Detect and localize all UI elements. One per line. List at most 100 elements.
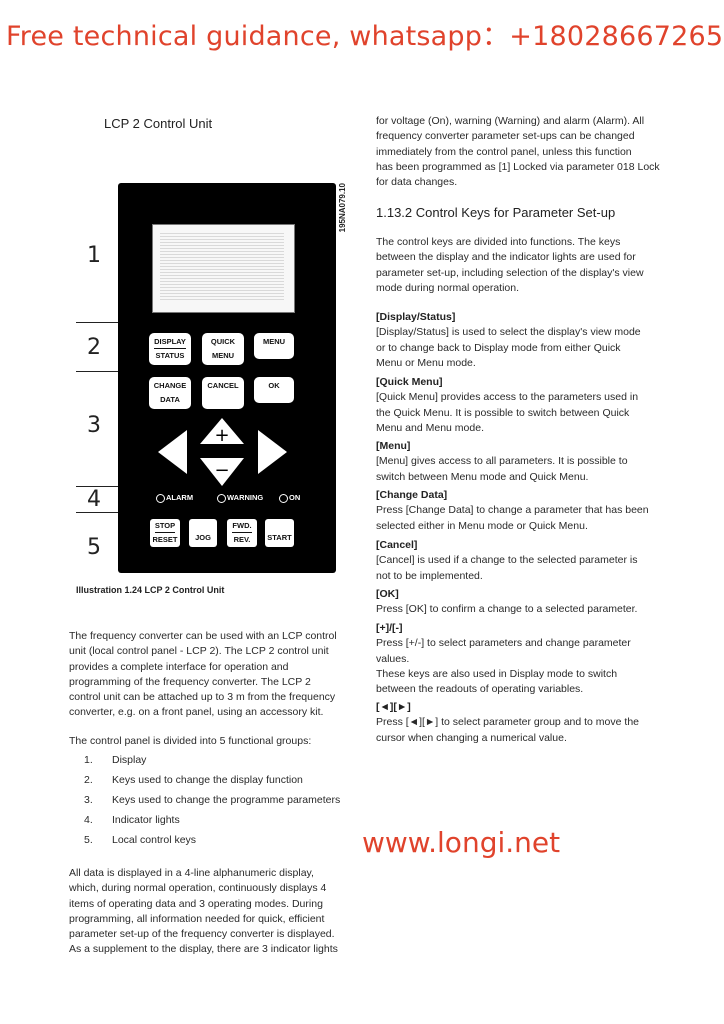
group-number-3: 3 — [87, 413, 101, 438]
subsection-heading: 1.13.2 Control Keys for Parameter Set-up — [376, 205, 616, 220]
key-section-ok: [OK] Press [OK] to confirm a change to a… — [376, 587, 676, 618]
text-line: [Quick Menu] provides access to the para… — [376, 391, 639, 404]
cancel-key[interactable]: CANCEL — [202, 377, 244, 409]
text-line: cursor when changing a numerical value. — [376, 731, 567, 744]
key-section-heading: [Display/Status] — [376, 311, 456, 323]
text-line: unit (local control panel - LCP 2). The … — [69, 645, 329, 658]
group-number-5: 5 — [87, 535, 101, 560]
text-line: immediately from the control panel, unle… — [376, 145, 632, 158]
text-line: control unit can be attached up to 3 m f… — [69, 691, 336, 704]
text-line: [Display/Status] is used to select the d… — [376, 326, 641, 339]
list-item: 3.Keys used to change the programme para… — [84, 794, 341, 806]
text-line: These keys are also used in Display mode… — [376, 667, 618, 680]
text-line: mode during normal operation. — [376, 281, 520, 294]
list-item: 5.Local control keys — [84, 834, 197, 846]
text-line: As a supplement to the display, there ar… — [69, 943, 338, 956]
text-line: has been programmed as [1] Locked via pa… — [376, 160, 660, 173]
indicator-label: ALARM — [166, 493, 194, 502]
key-label: CHANGE — [153, 381, 187, 390]
change-data-key[interactable]: CHANGE DATA — [149, 377, 191, 409]
key-label: STOP — [154, 521, 176, 533]
group-number-1: 1 — [87, 243, 101, 268]
key-label: DISPLAY — [154, 337, 186, 349]
text-line: All data is displayed in a 4-line alphan… — [69, 867, 314, 879]
text-line: parameter set-up of the frequency conver… — [69, 928, 335, 941]
text-line: provides a complete interface for operat… — [69, 660, 289, 673]
text-line: The frequency converter can be used with… — [69, 630, 337, 642]
key-label: MENU — [262, 337, 286, 346]
navigation-keys: + − — [158, 418, 287, 486]
text-line: frequency converter parameter set-ups ca… — [376, 130, 635, 143]
group-number-4: 4 — [87, 487, 101, 512]
text-line: programming of the frequency converter. … — [69, 675, 311, 688]
key-section-heading: [OK] — [376, 588, 399, 600]
key-section-cancel: [Cancel] [Cancel] is used if a change to… — [376, 538, 676, 584]
plus-icon: + — [214, 425, 229, 446]
text-line: Press [+/-] to select parameters and cha… — [376, 637, 631, 650]
key-section-heading: [Quick Menu] — [376, 376, 443, 388]
text-line: parameter set-up, including selection of… — [376, 266, 644, 279]
key-label: DATA — [160, 395, 180, 404]
text-line: programming, all information needed for … — [69, 912, 325, 925]
display-paragraph: All data is displayed in a 4-line alphan… — [69, 866, 359, 958]
figure-caption: Illustration 1.24 LCP 2 Control Unit — [76, 585, 225, 595]
watermark: www.longi.net — [362, 826, 561, 859]
key-label: OK — [268, 381, 280, 390]
display-status-key[interactable]: DISPLAY STATUS — [149, 333, 191, 365]
ok-key[interactable]: OK — [254, 377, 294, 403]
stop-reset-key[interactable]: STOP RESET — [150, 519, 180, 547]
right-arrow-icon[interactable] — [258, 430, 287, 474]
left-arrow-icon[interactable] — [158, 430, 187, 474]
group-divider — [76, 512, 118, 513]
lcp-display — [160, 233, 284, 301]
key-label: REV. — [233, 535, 251, 544]
key-label: QUICK — [210, 337, 236, 346]
text-line: [Menu] gives access to all parameters. I… — [376, 455, 628, 468]
text-line: The control keys are divided into functi… — [376, 236, 621, 248]
warning-light-icon — [217, 493, 226, 503]
list-item: 4.Indicator lights — [84, 814, 180, 826]
jog-key[interactable]: JOG — [189, 519, 217, 547]
key-label: JOG — [195, 533, 211, 542]
keys-intro-paragraph: The control keys are divided into functi… — [376, 235, 676, 296]
start-key[interactable]: START — [265, 519, 294, 547]
key-section-heading: [Change Data] — [376, 489, 448, 501]
figure-code: 195NA079.10 — [338, 183, 347, 233]
key-label: MENU — [211, 351, 235, 360]
text-line: values. — [376, 652, 410, 665]
indicator-label: WARNING — [227, 493, 264, 502]
list-item: 1.Display — [84, 754, 147, 766]
key-label: RESET — [152, 535, 178, 544]
menu-key[interactable]: MENU — [254, 333, 294, 359]
key-section-change-data: [Change Data] Press [Change Data] to cha… — [376, 488, 676, 534]
key-section-plus-minus: [+]/[-] Press [+/-] to select parameters… — [376, 621, 676, 697]
text-line: selected either in Menu mode or Quick Me… — [376, 519, 588, 532]
key-label: FWD. — [232, 521, 252, 533]
group-divider — [76, 322, 118, 323]
quick-menu-key[interactable]: QUICK MENU — [202, 333, 244, 365]
text-line: Menu and Menu mode. — [376, 421, 484, 434]
text-line: not to be implemented. — [376, 569, 483, 582]
key-section-quick-menu: [Quick Menu] [Quick Menu] provides acces… — [376, 375, 676, 436]
promo-banner: Free technical guidance, whatsapp：+18028… — [6, 21, 724, 52]
text-line: or to change back to Display mode from e… — [376, 341, 621, 354]
plus-key[interactable] — [200, 418, 244, 444]
section-title: LCP 2 Control Unit — [104, 116, 213, 131]
minus-icon: − — [214, 460, 229, 481]
minus-key[interactable] — [200, 458, 244, 486]
on-indicator: ON — [279, 493, 300, 503]
text-line: switch between Menu mode and Quick Menu. — [376, 470, 589, 483]
fwd-rev-key[interactable]: FWD. REV. — [227, 519, 257, 547]
key-section-heading: [+]/[-] — [376, 622, 403, 634]
groups-intro: The control panel is divided into 5 func… — [69, 735, 312, 747]
text-line: for voltage (On), warning (Warning) and … — [376, 115, 645, 127]
on-light-icon — [279, 493, 288, 503]
text-line: for data changes. — [376, 176, 458, 189]
key-label: STATUS — [155, 351, 185, 360]
text-line: between the readouts of operating variab… — [376, 683, 584, 696]
text-line: Press [Change Data] to change a paramete… — [376, 504, 649, 517]
text-line: Menu or Menu mode. — [376, 356, 476, 369]
text-line: the Quick Menu. It is possible to switch… — [376, 406, 630, 419]
continued-paragraph: for voltage (On), warning (Warning) and … — [376, 114, 676, 190]
text-line: Press [OK] to confirm a change to a sele… — [376, 603, 638, 616]
